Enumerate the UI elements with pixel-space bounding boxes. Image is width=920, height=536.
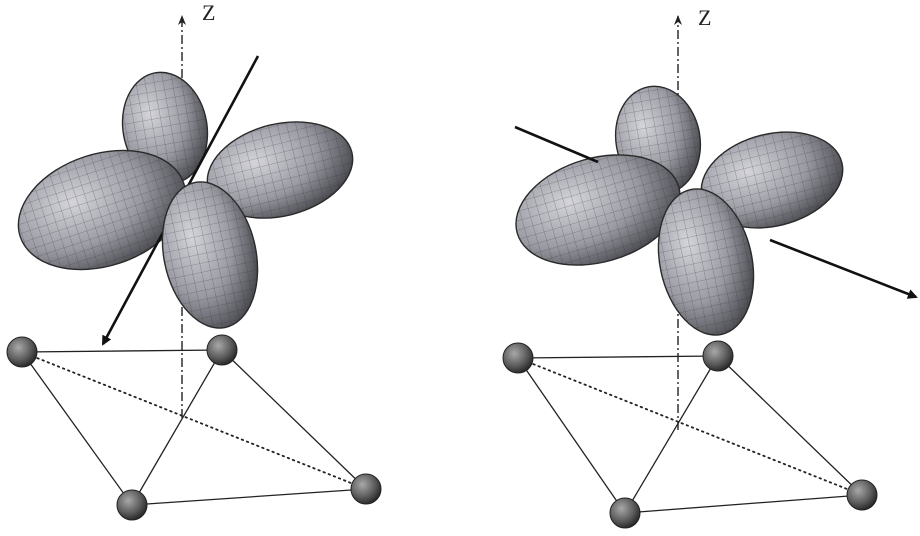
right-edge-top <box>518 356 718 358</box>
left-edge-front <box>132 350 222 505</box>
right-edge-bottom <box>625 495 862 513</box>
left-pyramid <box>22 350 366 505</box>
atom-sphere <box>610 498 640 528</box>
right-diagonal-arrow-head <box>770 240 916 297</box>
left-z-axis-label: Z <box>202 0 215 25</box>
left-edge-right <box>222 350 366 489</box>
left-edge-hidden <box>22 352 366 489</box>
atom-sphere <box>351 474 381 504</box>
left-panel: Z <box>3 0 381 520</box>
atom-sphere <box>7 337 37 367</box>
left-edge-bottom <box>132 489 366 505</box>
right-panel: Z <box>503 5 916 528</box>
right-edge-hidden <box>518 358 862 495</box>
right-edge-right <box>718 356 862 495</box>
right-edge-front <box>625 356 718 513</box>
atom-sphere <box>207 335 237 365</box>
atom-sphere <box>117 490 147 520</box>
right-edge-left <box>518 358 625 513</box>
right-atoms <box>503 341 877 528</box>
right-z-axis-label: Z <box>698 5 711 30</box>
right-diagonal-arrow-tail <box>515 127 598 162</box>
left-edge-left <box>22 352 132 505</box>
atom-sphere <box>503 343 533 373</box>
atom-sphere <box>703 341 733 371</box>
left-edge-top <box>22 350 222 352</box>
right-pyramid <box>518 356 862 513</box>
atom-sphere <box>847 480 877 510</box>
